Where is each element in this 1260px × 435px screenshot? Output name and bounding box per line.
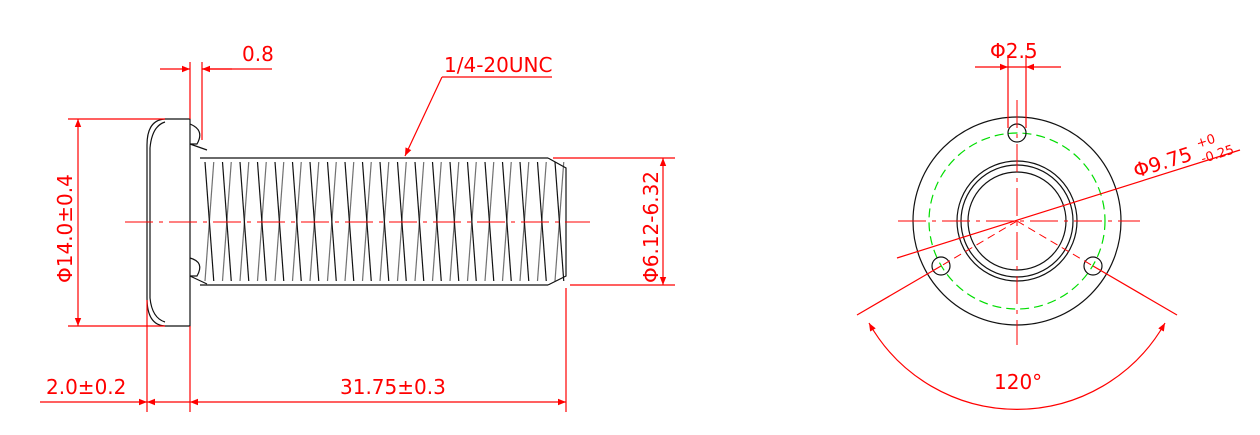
thread-root-line xyxy=(239,161,250,282)
thread-root-line xyxy=(466,161,477,282)
screw-head xyxy=(146,118,208,327)
thread-length-label: 31.75±0.3 xyxy=(340,375,446,399)
thread-callout: 1/4-20UNC xyxy=(404,53,552,157)
thread-root-line xyxy=(204,161,215,282)
head-diameter-label: Φ14.0±0.4 xyxy=(53,174,77,283)
head-gap-label: 0.8 xyxy=(242,42,274,66)
thread-root-line xyxy=(501,161,512,282)
thread-root-line xyxy=(379,161,390,282)
pcd-dimension: Φ9.75 +0 -0.25 xyxy=(896,132,1241,259)
thread-diameter-label: Φ6.12-6.32 xyxy=(639,171,663,283)
angle-label: 120° xyxy=(994,370,1042,394)
thread-root-line xyxy=(414,161,425,282)
pcd-main-label: Φ9.75 xyxy=(1130,142,1195,183)
thread-root-line xyxy=(326,161,337,282)
radial-line-left xyxy=(940,220,1018,267)
end-view: Φ2.5 Φ9.75 +0 -0.25 120° xyxy=(856,39,1241,410)
thread-diameter-dimension: Φ6.12-6.32 xyxy=(553,157,675,286)
radial-line-right xyxy=(1016,220,1094,267)
hole-diameter-label: Φ2.5 xyxy=(990,39,1038,63)
side-view: 0.8 1/4-20UNC Φ14.0±0.4 Φ6.12-6.32 xyxy=(40,42,675,412)
hole-right xyxy=(1083,256,1103,276)
angle-dimension: 120° xyxy=(856,265,1178,410)
head-gap-dimension: 0.8 xyxy=(160,42,274,140)
thread-spec-label: 1/4-20UNC xyxy=(444,53,552,77)
head-thickness-label: 2.0±0.2 xyxy=(46,375,126,399)
thread-root-line xyxy=(554,161,565,282)
pitch-circle xyxy=(928,132,1106,310)
hole-left xyxy=(931,256,951,276)
thread-length-dimension: 31.75±0.3 xyxy=(190,288,567,412)
hole-diameter-dimension: Φ2.5 xyxy=(975,39,1061,128)
pcd-tol-upper-label: +0 xyxy=(1195,132,1218,152)
head-diameter-dimension: Φ14.0±0.4 xyxy=(53,118,165,327)
thread-root-line xyxy=(291,161,302,282)
head-thickness-dimension: 2.0±0.2 xyxy=(40,300,191,412)
